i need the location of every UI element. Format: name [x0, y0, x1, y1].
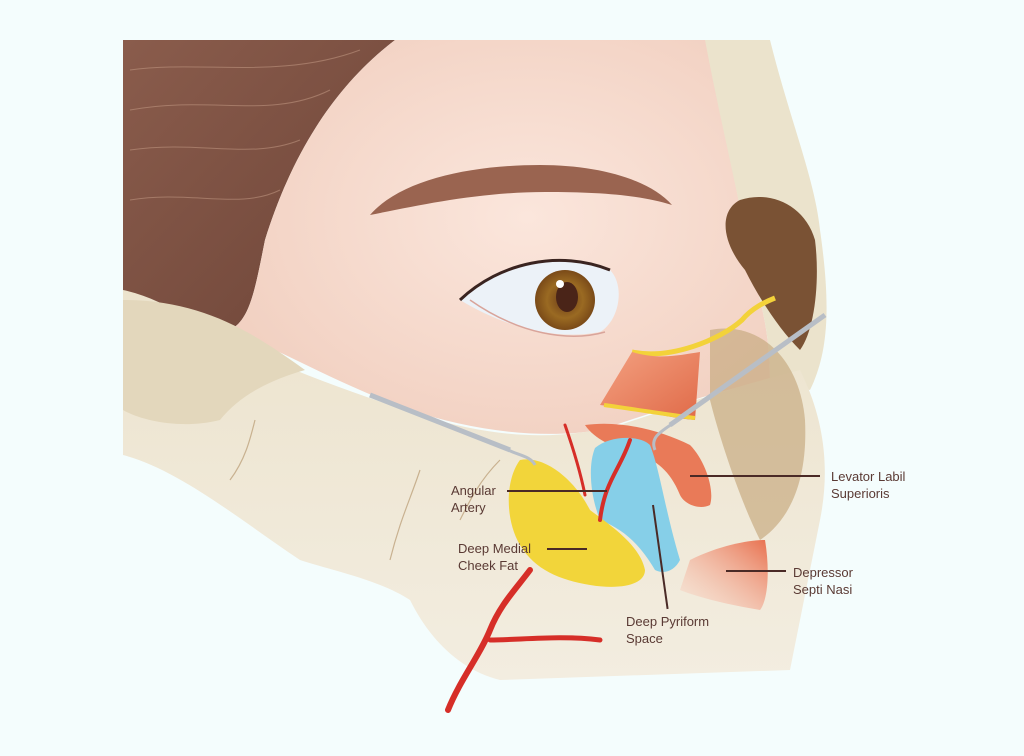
label-angular-artery: Angular Artery	[451, 483, 496, 515]
angular-artery	[445, 423, 632, 713]
label-deep-pyriform-space: Deep Pyriform Space	[626, 614, 710, 646]
depressor-septi-nasi	[680, 540, 768, 610]
label-depressor-septi-nasi: Depressor Septi Nasi	[793, 565, 853, 597]
leader-depressor-septi-nasi	[726, 570, 786, 572]
label-levator-labii-superioris: Levator Labil Superioris	[831, 469, 906, 501]
label-deep-medial-cheek-fat: Deep Medial Cheek Fat	[458, 541, 531, 573]
levator-muscle-upper	[600, 352, 700, 420]
leader-angular-artery	[507, 490, 607, 492]
eye	[458, 259, 619, 337]
leader-deep-medial-cheek-fat	[547, 548, 587, 550]
skin	[230, 40, 770, 434]
nasal-aperture	[725, 196, 817, 350]
hair	[123, 40, 395, 330]
eyebrow	[370, 165, 672, 215]
retractor-right	[652, 312, 827, 451]
retractor-left	[369, 392, 537, 466]
skull-maxilla	[123, 290, 825, 680]
leader-levator-labii-superioris	[690, 475, 820, 477]
